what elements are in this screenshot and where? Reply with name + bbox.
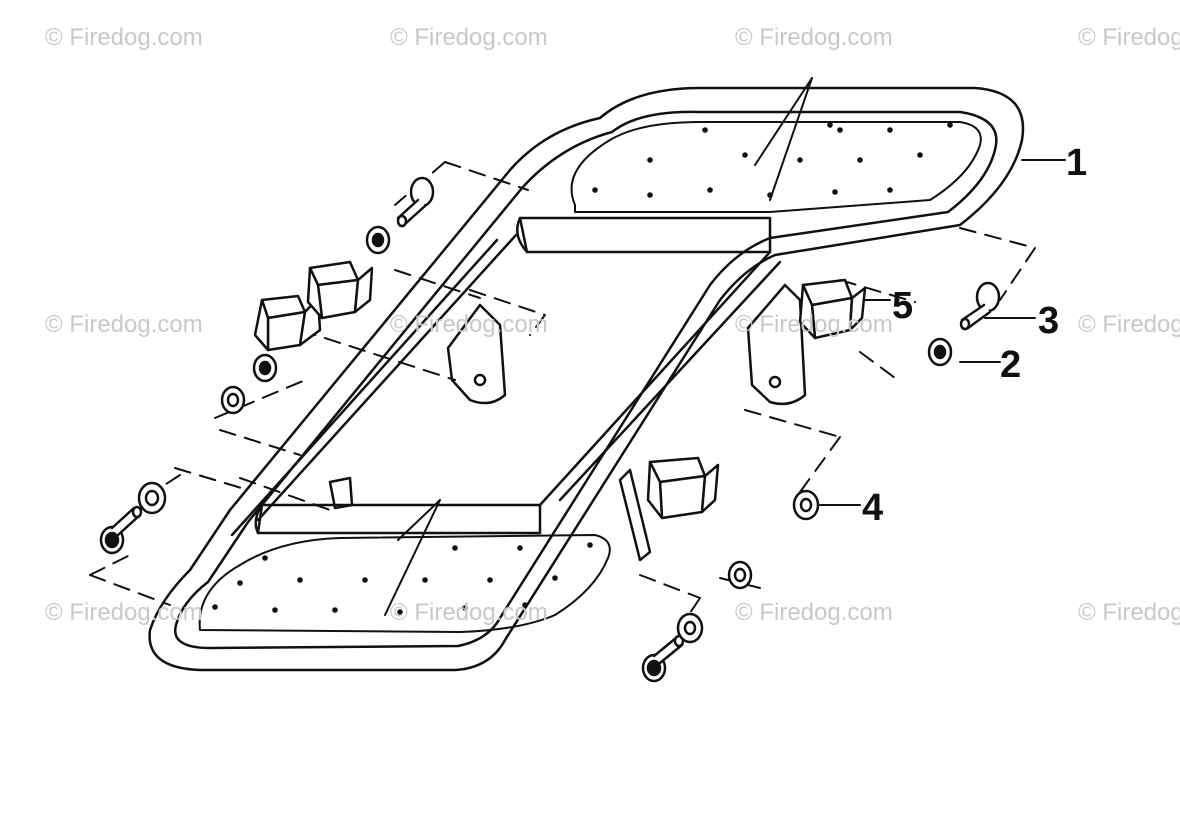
nut xyxy=(676,612,704,644)
watermark-text: © Firedog.com xyxy=(1078,24,1180,51)
watermark-text: © Firedog.com xyxy=(735,311,893,338)
watermark-text: © Firedog.com xyxy=(390,311,548,338)
callout-frame: 1 xyxy=(1066,142,1087,184)
bolt xyxy=(396,176,435,228)
bolts xyxy=(99,176,1001,683)
callout-nut: 4 xyxy=(862,487,883,529)
nut xyxy=(220,385,246,415)
watermark-text: © Firedog.com xyxy=(45,599,203,626)
upper-footplate xyxy=(570,121,982,213)
leader-lines xyxy=(384,77,1066,616)
callouts: 1 2 3 4 5 xyxy=(862,142,1087,529)
watermark-text: © Firedog.com xyxy=(390,24,548,51)
bolt xyxy=(99,505,143,555)
watermark-text: © Firedog.com xyxy=(45,311,203,338)
nut xyxy=(727,560,753,590)
bushing xyxy=(646,456,720,520)
watermark-text: © Firedog.com xyxy=(735,24,893,51)
callout-washer: 2 xyxy=(1000,344,1021,386)
bushing xyxy=(798,278,867,340)
watermark-text: © Firedog.com xyxy=(1078,311,1180,338)
bushings xyxy=(253,260,867,520)
watermarks: © Firedog.com © Firedog.com © Firedog.co… xyxy=(45,24,1180,626)
watermark-text: © Firedog.com xyxy=(45,24,203,51)
bolt xyxy=(959,281,1001,331)
washer xyxy=(252,353,278,383)
watermark-text: © Firedog.com xyxy=(1078,599,1180,626)
callout-bushing: 5 xyxy=(892,285,913,327)
nuts xyxy=(137,385,820,644)
nut xyxy=(792,489,820,521)
nut xyxy=(137,481,167,515)
callout-bolt: 3 xyxy=(1038,300,1059,342)
washer xyxy=(927,337,953,367)
lower-footplate xyxy=(198,534,611,633)
watermark-text: © Firedog.com xyxy=(390,599,548,626)
watermark-text: © Firedog.com xyxy=(735,599,893,626)
bushing xyxy=(306,260,374,320)
washers xyxy=(252,225,953,383)
footrest-frame xyxy=(148,86,1025,672)
washer xyxy=(365,225,391,255)
bolt xyxy=(641,634,685,683)
